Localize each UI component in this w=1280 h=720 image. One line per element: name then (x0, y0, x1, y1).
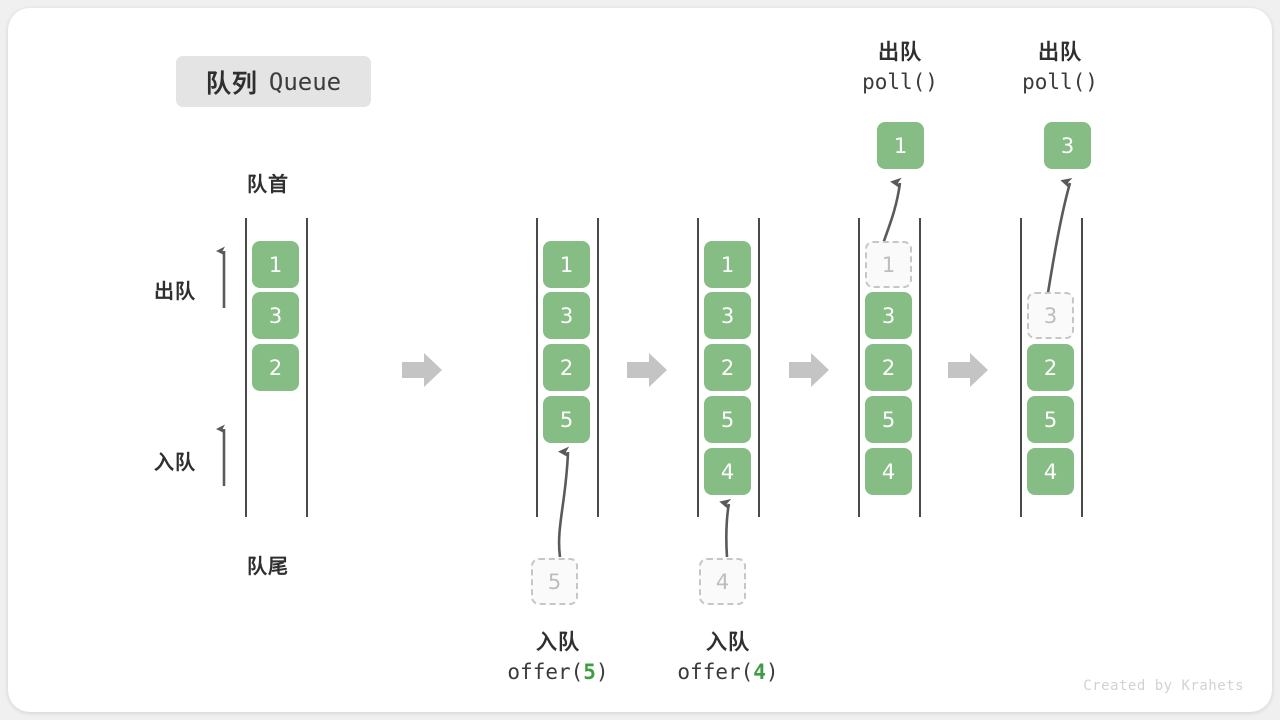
rail-left (1020, 218, 1022, 517)
title-en: Queue (268, 67, 342, 96)
incoming-element: 4 (699, 558, 746, 605)
left-direction-arrows (216, 177, 1073, 558)
caption-code: poll() (980, 68, 1140, 98)
queue-cell: 4 (1027, 448, 1074, 495)
queue-cell: 2 (865, 344, 912, 391)
code-arg: 5 (583, 659, 596, 684)
caption-offer-5: 入队 offer(5) (478, 628, 638, 688)
caption-cn: 出队 (878, 41, 922, 64)
rail-right (758, 218, 760, 517)
caption-cn: 出队 (1038, 41, 1082, 64)
watermark: Created by Krahets (1083, 678, 1244, 694)
code-post: ) (765, 659, 779, 684)
queue-cell: 2 (252, 344, 299, 391)
step-arrow-icon (948, 353, 988, 387)
code-pre: poll( (862, 69, 926, 94)
polled-element: 3 (1044, 122, 1091, 169)
title-cn: 队列 (205, 69, 258, 98)
caption-cn: 入队 (536, 631, 580, 654)
label-enqueue: 入队 (154, 452, 196, 474)
step-arrow-icon (627, 353, 667, 387)
queue-cell: 3 (865, 292, 912, 339)
queue-cell: 1 (252, 241, 299, 288)
rail-right (597, 218, 599, 517)
queue-cell-new: 5 (543, 396, 590, 443)
queue-cell: 1 (704, 241, 751, 288)
queue-cell: 1 (543, 241, 590, 288)
queue-cell-new: 4 (704, 448, 751, 495)
code-post: ) (925, 69, 938, 94)
queue-cell: 5 (865, 396, 912, 443)
step-arrow-icon (789, 353, 829, 387)
caption-poll-1: 出队 poll() (820, 38, 980, 98)
queue-cell: 2 (543, 344, 590, 391)
step-arrow-icon (402, 353, 442, 387)
queue-cell: 3 (543, 292, 590, 339)
code-pre: offer( (507, 659, 584, 684)
code-arg: 4 (753, 659, 766, 684)
caption-cn: 入队 (706, 631, 750, 654)
rail-right (306, 218, 308, 517)
rail-right (919, 218, 921, 517)
title-badge: 队列 Queue (176, 56, 371, 107)
code-post: ) (595, 659, 609, 684)
code-pre: poll( (1022, 69, 1086, 94)
label-dequeue: 出队 (154, 281, 196, 303)
diagram-card: 队列 Queue 队首 队尾 出队 入队 1 3 (8, 8, 1272, 712)
removed-element-slot: 3 (1027, 292, 1074, 339)
caption-offer-4: 入队 offer(4) (648, 628, 808, 688)
caption-code: offer(5) (478, 658, 638, 688)
label-queue-head: 队首 (247, 174, 289, 196)
rail-right (1081, 218, 1083, 517)
code-post: ) (1085, 69, 1098, 94)
rail-left (858, 218, 860, 517)
caption-poll-2: 出队 poll() (980, 38, 1140, 98)
rail-left (245, 218, 247, 517)
caption-code: poll() (820, 68, 980, 98)
rail-left (536, 218, 538, 517)
rail-left (697, 218, 699, 517)
queue-cell: 3 (704, 292, 751, 339)
queue-cell: 5 (704, 396, 751, 443)
queue-cell: 2 (1027, 344, 1074, 391)
queue-cell: 4 (865, 448, 912, 495)
label-queue-tail: 队尾 (247, 556, 289, 578)
code-pre: offer( (677, 659, 754, 684)
queue-cell: 3 (252, 292, 299, 339)
queue-cell: 5 (1027, 396, 1074, 443)
caption-code: offer(4) (648, 658, 808, 688)
incoming-element: 5 (531, 558, 578, 605)
polled-element: 1 (877, 122, 924, 169)
removed-element-slot: 1 (865, 241, 912, 288)
queue-cell: 2 (704, 344, 751, 391)
